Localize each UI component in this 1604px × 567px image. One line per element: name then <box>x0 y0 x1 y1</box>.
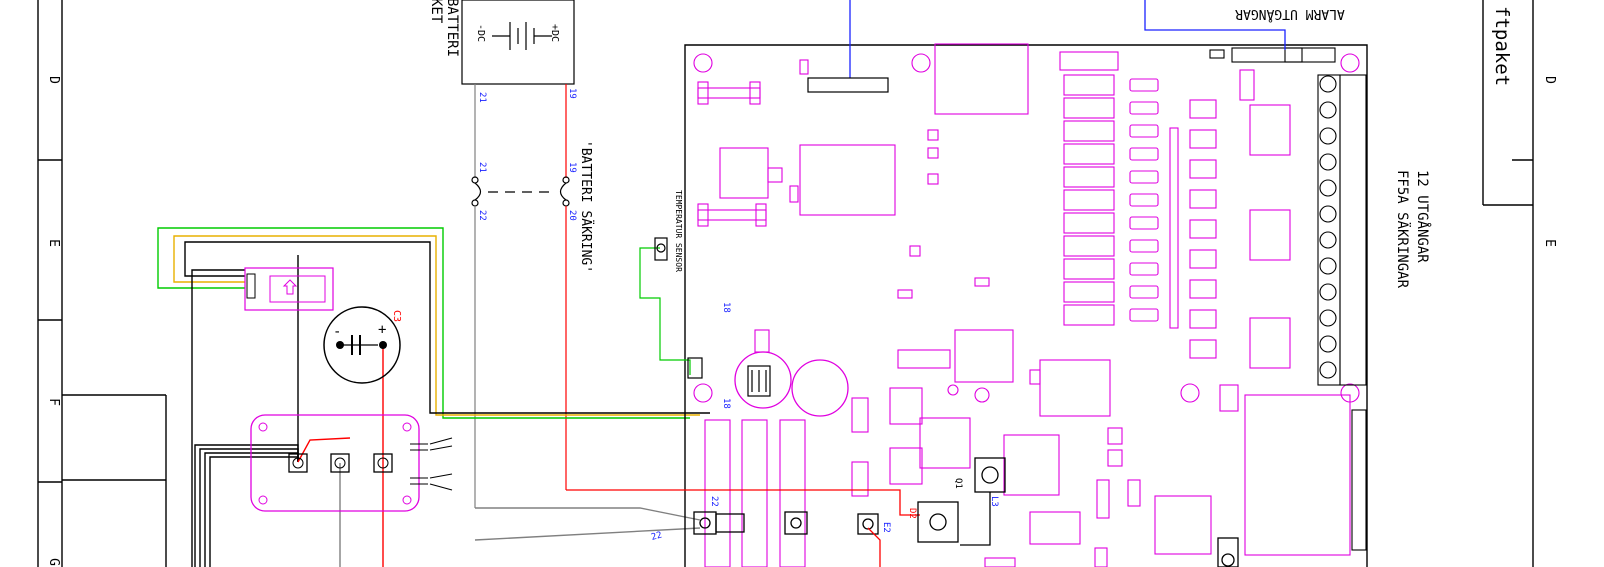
battery-box-title: BATTERI KET <box>428 0 460 57</box>
svg-text:BATTERI: BATTERI <box>444 0 460 57</box>
battery-pos-label: +DC <box>549 24 560 42</box>
temp-sensor-label: TEMPERATUR SENSOR <box>674 190 683 272</box>
zone-label-right-d: D <box>1542 76 1557 84</box>
wire-numbers: 21 19 21 19 22 20 18 18 22 22 <box>477 88 731 543</box>
outputs-label-line1: 12 UTGÅNGAR <box>1414 170 1431 263</box>
outputs-label: 12 UTGÅNGAR FF5A SÄKRINGAR <box>1394 170 1431 289</box>
capacitor-c3: - + C3 <box>323 306 402 384</box>
wire-number-21a: 21 <box>477 92 487 103</box>
zone-labels-right: D E <box>1542 76 1557 247</box>
outputs-label-line2: FF5A SÄKRINGAR <box>1394 170 1412 289</box>
fuse-bank <box>1063 74 1291 369</box>
zone-label-d: D <box>46 76 61 84</box>
output-terminal-block <box>1209 47 1367 551</box>
wire-number-19b: 19 <box>567 162 577 173</box>
zone-label-e: E <box>46 239 61 247</box>
designator-q1: Q1 <box>953 478 963 489</box>
zone-label-right-e: E <box>1542 239 1557 247</box>
capacitor-pos: + <box>378 322 386 338</box>
alarm-wires <box>849 0 1286 78</box>
svg-text:KET: KET <box>428 0 444 24</box>
designator-e2: E2 <box>881 522 891 533</box>
wire-harness <box>157 227 710 567</box>
temperature-sensor <box>639 237 703 379</box>
svg-text:22: 22 <box>709 496 719 507</box>
designator-l3: L3 <box>989 496 999 507</box>
zone-label-f: F <box>46 398 61 406</box>
wire-number-20: 20 <box>567 210 577 221</box>
zone-label-g: G <box>46 558 61 566</box>
svg-text:22: 22 <box>650 530 663 542</box>
drawing-frame <box>37 0 1534 567</box>
wire-number-18: 18 <box>721 302 731 313</box>
wire-number-22: 22 <box>477 210 487 221</box>
battery-box: -DC +DC <box>461 0 575 85</box>
wire-number-19a: 19 <box>567 88 577 99</box>
battery-fuse-label: 'BATTERI SÄKRING' <box>578 140 594 273</box>
alarm-outputs-label: ALARM UTGÅNGAR <box>1235 6 1345 22</box>
capacitor-designator: C3 <box>391 310 402 322</box>
shunt-plate <box>250 414 453 512</box>
small-relay <box>244 267 334 311</box>
wire-number-18b: 18 <box>721 398 731 409</box>
capacitor-neg: - <box>333 324 341 340</box>
zone-labels-left: D E F G <box>46 76 61 566</box>
designator-d2: D2 <box>907 508 917 519</box>
bridge-rectifier <box>747 365 771 397</box>
battery-fuse <box>471 84 570 508</box>
battery-neg-label: -DC <box>475 24 486 42</box>
title-block-text: ftpaket <box>1491 6 1513 86</box>
wire-number-21b: 21 <box>477 162 487 173</box>
main-pcb <box>684 43 1368 567</box>
board-designators: E2 D2 L3 Q1 <box>881 478 999 533</box>
bottom-terminals <box>566 457 1239 567</box>
header-connector <box>807 77 889 93</box>
